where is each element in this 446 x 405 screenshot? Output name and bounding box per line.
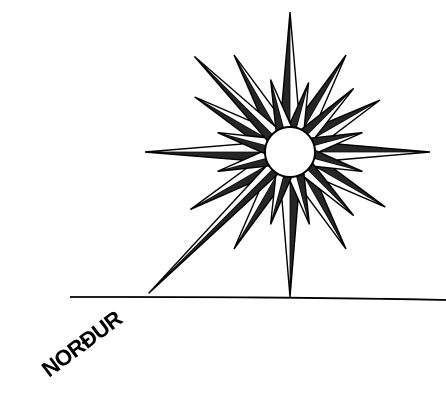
horizon-line (70, 297, 446, 300)
sun-ray-shade (149, 169, 278, 293)
north-label: NORÐUR (37, 305, 127, 382)
sun-core-circle (265, 127, 315, 177)
sun-ray-midline (149, 169, 273, 293)
